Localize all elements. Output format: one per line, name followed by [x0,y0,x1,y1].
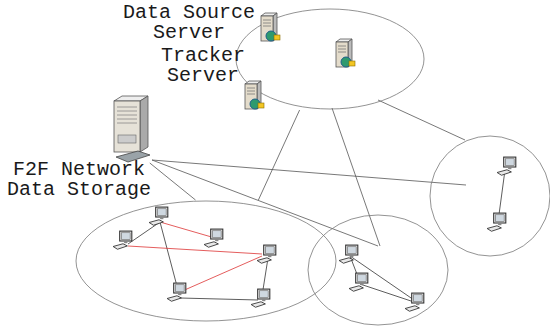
node-outline [108,95,152,163]
peer-group [430,136,550,256]
group-ellipse: Data Source Server [235,8,425,110]
peer-link [128,170,505,302]
node-label: Tracker Server [153,46,253,86]
node-label: Data Source Server [118,3,260,43]
peer-computer [113,157,516,311]
group-ellipse: F2F Network Data Storage [75,200,337,322]
node-label: F2F Network Data Storage [3,160,155,200]
server-node: Tracker Server [108,95,152,163]
node-outline [235,8,425,110]
peer-group [308,215,448,325]
link-line [258,110,299,200]
link-line [150,163,196,200]
node-outline [75,200,337,322]
